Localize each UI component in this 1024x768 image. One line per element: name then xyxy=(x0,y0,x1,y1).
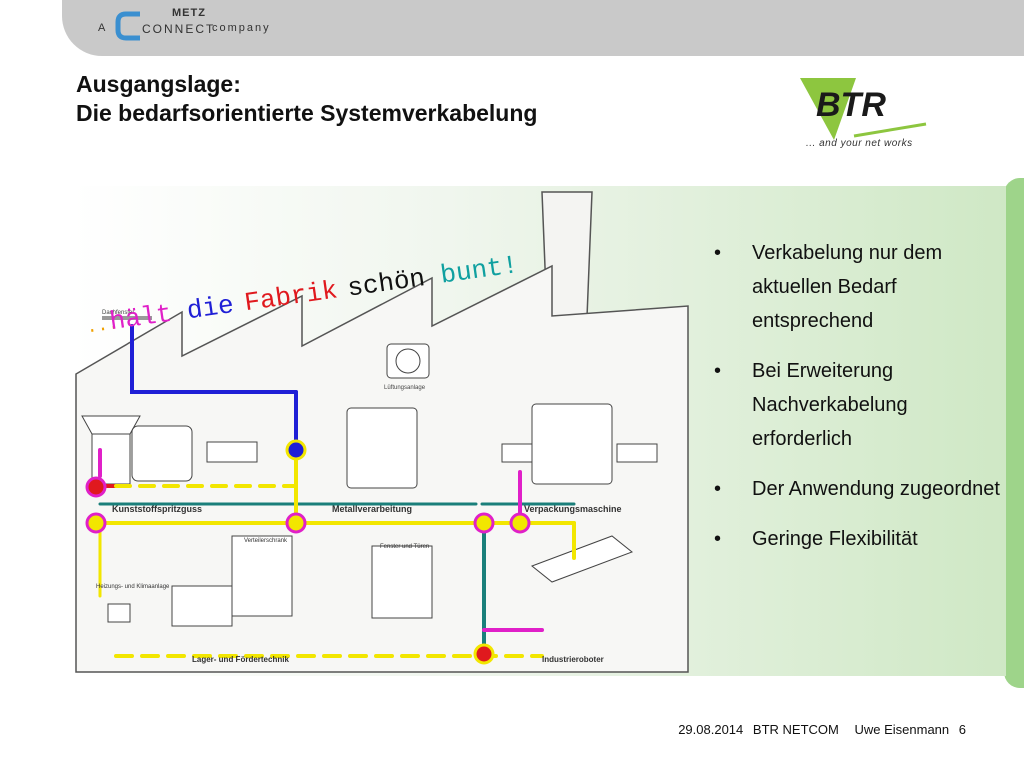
bullet-item: Verkabelung nur dem aktuellen Bedarf ent… xyxy=(714,236,1004,338)
title-line-1: Ausgangslage: xyxy=(76,71,241,97)
ventilation-unit: Lüftungsanlage xyxy=(384,343,430,391)
title-line-2: Die bedarfsorientierte Systemverkabelung xyxy=(76,100,538,126)
label-roof: Dachfenster xyxy=(102,310,134,316)
factory-illustration: Dachfenster Lüftungsanlage xyxy=(75,191,689,673)
btr-name: BTR xyxy=(816,86,886,124)
side-accent-panel xyxy=(1004,178,1024,688)
bullet-item: Bei Erweiterung Nachverkabelung erforder… xyxy=(714,354,1004,456)
label-packaging: Verpackungsmaschine xyxy=(524,504,622,514)
label-windows: Fenster und Türen xyxy=(380,544,429,550)
logo-company: company xyxy=(212,22,271,34)
btr-logo: BTR xyxy=(800,78,927,140)
logo-prefix: A xyxy=(98,22,108,34)
roof-window: Dachfenster xyxy=(102,310,152,320)
label-cabinet: Verteilerschrank xyxy=(244,538,288,544)
bullet-list: Verkabelung nur dem aktuellen Bedarf ent… xyxy=(714,236,1004,572)
connection-nodes xyxy=(85,439,531,665)
slogan-ellipsis: ... xyxy=(85,314,120,338)
connect-c-icon xyxy=(115,11,140,41)
bullet-item: Der Anwendung zugeordnet xyxy=(714,472,1004,506)
label-ventilation: Lüftungsanlage xyxy=(384,385,426,391)
factory-labels: Kunststoffspritzguss Metallverarbeitung … xyxy=(96,504,622,664)
slogan-word-3: Fabrik xyxy=(243,275,340,318)
footer-author: Uwe Eisenmann xyxy=(854,722,950,737)
page-title: Ausgangslage: Die bedarfsorientierte Sys… xyxy=(76,70,537,128)
footer: 29.08.2014 BTR NETCOM Uwe Eisenmann 6 xyxy=(672,722,966,737)
logo-metz: METZ xyxy=(172,7,206,19)
footer-page: 6 xyxy=(958,722,966,737)
label-robot: Industrieroboter xyxy=(542,655,604,664)
metz-connect-logo: A METZ CONNECT company xyxy=(98,7,298,48)
label-warehouse: Lager- und Fördertechnik xyxy=(192,655,289,664)
label-metal: Metallverarbeitung xyxy=(332,504,412,514)
footer-company: BTR NETCOM xyxy=(752,722,839,737)
slogan-word-5: bunt! xyxy=(439,250,520,291)
btr-tagline: ... and your net works xyxy=(806,138,913,149)
machines xyxy=(81,403,658,627)
logo-connect: CONNECT xyxy=(142,22,216,36)
label-heating: Heizungs- und Klimaanlage xyxy=(96,584,170,590)
label-molding: Kunststoffspritzguss xyxy=(112,504,202,514)
slogan-word-2: die xyxy=(185,290,236,326)
footer-date: 29.08.2014 xyxy=(678,722,744,737)
bullet-item: Geringe Flexibilität xyxy=(714,522,1004,556)
header-bar xyxy=(62,0,1024,56)
